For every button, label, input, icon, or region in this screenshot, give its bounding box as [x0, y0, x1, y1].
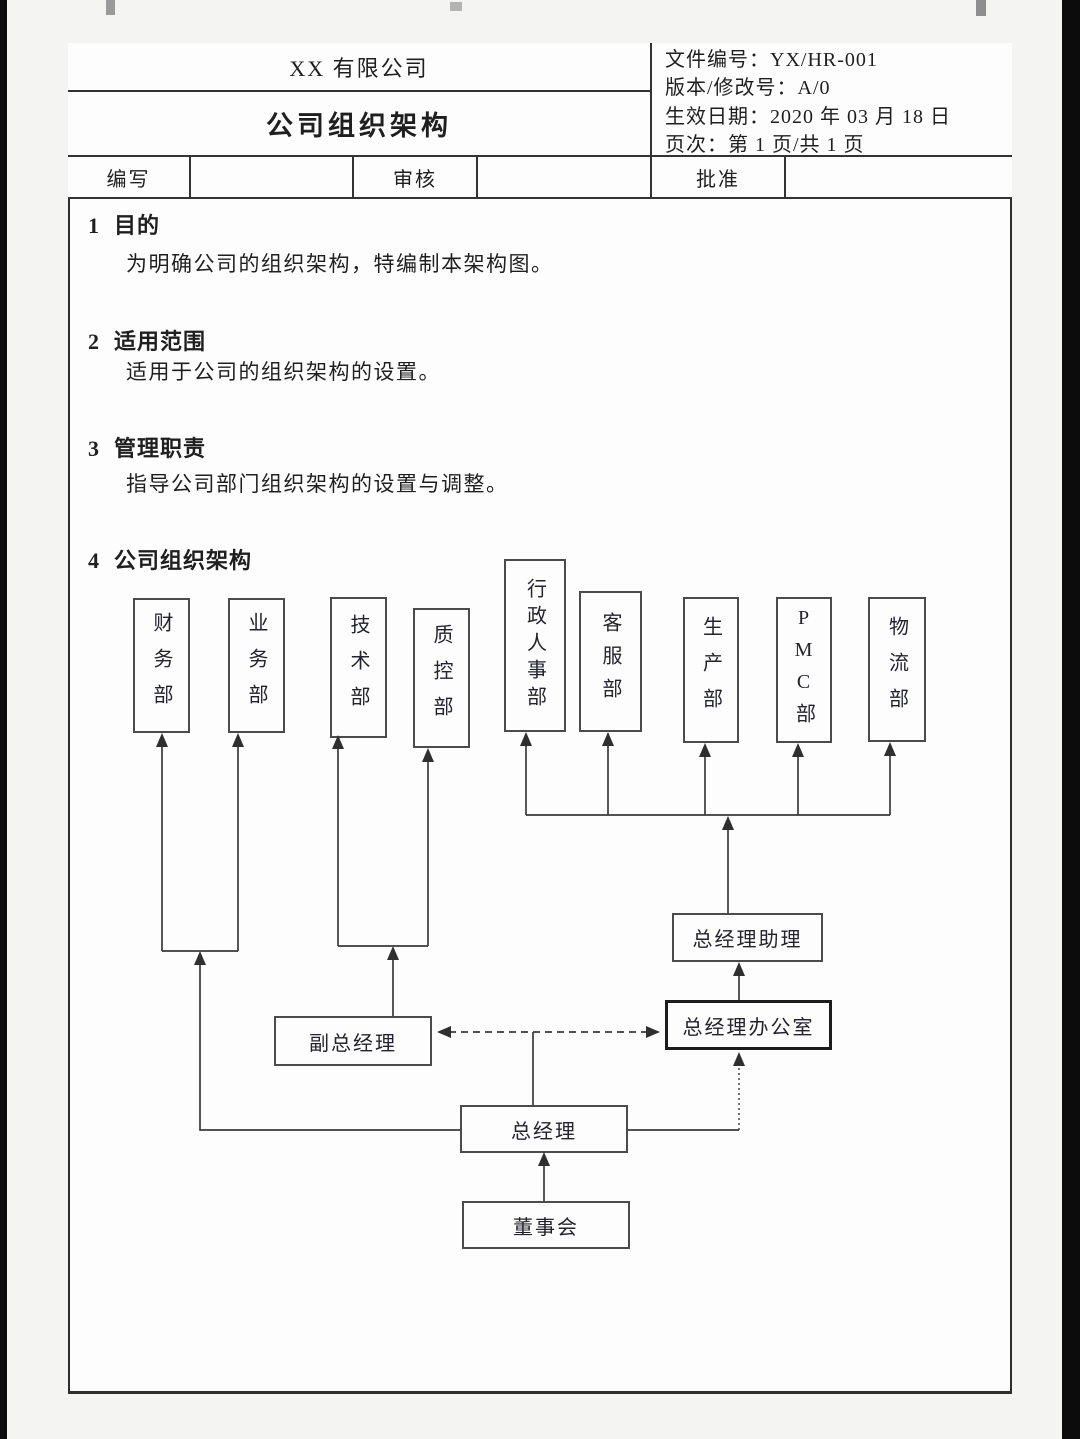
doc-version: 版本/修改号：A/0 — [665, 77, 831, 100]
scan-edge-right — [1062, 0, 1080, 1439]
org-node-quality-dept: 质控部 — [413, 608, 470, 748]
doc-effective-date: 生效日期：2020 年 03 月 18 日 — [665, 105, 951, 128]
page-title: 公司组织架构 — [266, 111, 452, 141]
approver-label-cell: 批准 — [652, 157, 786, 199]
section-1-number: 1 — [88, 213, 100, 238]
reviewer-label-cell: 审核 — [354, 157, 478, 199]
approver-label: 批准 — [696, 168, 740, 191]
org-node-gm: 总经理 — [460, 1105, 628, 1153]
org-node-finance-dept: 财务部 — [133, 598, 190, 733]
section-1-title: 目的 — [114, 213, 161, 238]
section-1-heading: 1 目的 — [88, 208, 160, 240]
approver-value-cell — [786, 157, 1012, 199]
doc-info-cell: 文件编号：YX/HR-001 版本/修改号：A/0 生效日期：2020 年 03… — [652, 43, 1012, 157]
scan-artifact — [450, 2, 462, 11]
writer-label-cell: 编写 — [68, 157, 191, 199]
scan-edge-left — [0, 0, 7, 1439]
org-node-gm-office: 总经理办公室 — [665, 1000, 832, 1050]
doc-page-no: 页次：第 1 页/共 1 页 — [665, 134, 865, 157]
section-3-heading: 3 管理职责 — [88, 431, 206, 463]
section-2-title: 适用范围 — [114, 329, 207, 354]
org-node-production-dept: 生产部 — [683, 597, 739, 743]
org-node-pmc-dept: PMC部 — [776, 597, 832, 743]
doc-title-cell: 公司组织架构 — [68, 92, 652, 157]
org-node-gm-assistant: 总经理助理 — [672, 913, 823, 962]
section-3-title: 管理职责 — [114, 436, 207, 461]
writer-label: 编写 — [106, 168, 151, 191]
org-node-admin-hr-dept: 行政人事部 — [504, 559, 566, 732]
org-node-service-dept: 客服部 — [579, 591, 642, 732]
reviewer-label: 审核 — [393, 168, 437, 191]
section-3-body: 指导公司部门组织架构的设置与调整。 — [126, 472, 509, 496]
scan-artifact — [106, 0, 115, 15]
section-4-title: 公司组织架构 — [114, 548, 253, 573]
section-2-heading: 2 适用范围 — [88, 324, 206, 356]
org-node-business-dept: 业务部 — [228, 598, 285, 733]
org-node-deputy-gm: 副总经理 — [274, 1016, 432, 1066]
section-3-number: 3 — [88, 436, 100, 461]
writer-value-cell — [191, 157, 354, 199]
section-2-number: 2 — [88, 329, 100, 354]
doc-file-no: 文件编号：YX/HR-001 — [665, 49, 878, 71]
section-4-number: 4 — [88, 548, 100, 573]
section-4-heading: 4 公司组织架构 — [88, 543, 252, 575]
scan-artifact — [976, 0, 986, 16]
org-node-logistics-dept: 物流部 — [868, 597, 926, 742]
org-node-technology-dept: 技术部 — [330, 597, 387, 738]
section-2-body: 适用于公司的组织架构的设置。 — [126, 360, 441, 384]
company-name: XX 有限公司 — [289, 55, 429, 81]
org-node-board: 董事会 — [462, 1201, 630, 1249]
company-name-cell: XX 有限公司 — [68, 43, 652, 92]
reviewer-value-cell — [478, 157, 652, 199]
section-1-body: 为明确公司的组织架构，特编制本架构图。 — [126, 252, 554, 276]
